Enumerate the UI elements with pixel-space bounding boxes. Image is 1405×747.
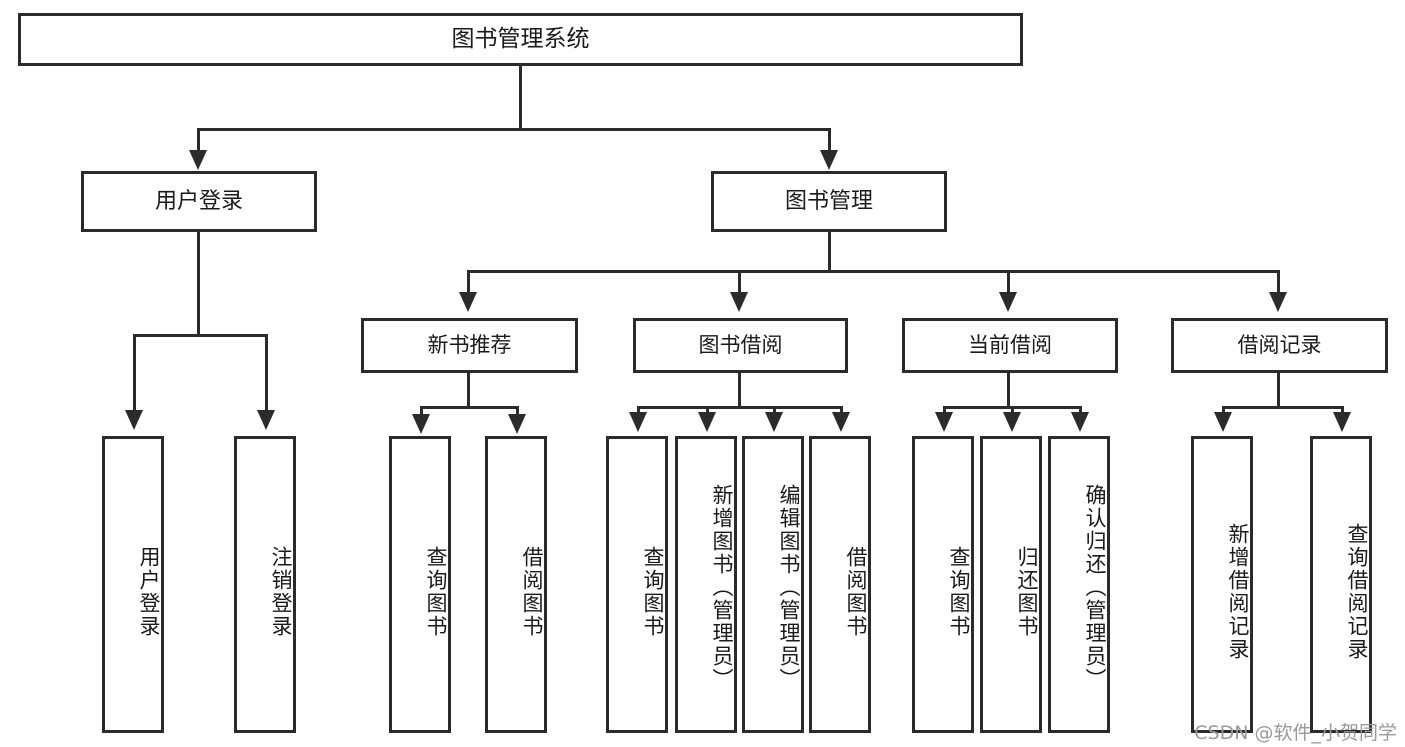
node-root-system[interactable]: 图书管理系统 [18,13,1023,66]
arrowhead-user-login-leaf-2 [257,410,275,430]
arrowhead-root-to-user-login [189,150,207,170]
connector-borrow-books-stem [738,373,741,408]
leaf-borrow-books-edit-admin[interactable]: 编辑图书（管理员） [742,436,804,733]
leaf-current-borrow-confirm-admin[interactable]: 确认归还（管理员） [1048,436,1110,733]
connector-new-books-bus [420,406,516,409]
leaf-user-login-signin[interactable]: 用户登录 [102,436,164,733]
leaf-new-books-query[interactable]: 查询图书 [389,436,451,733]
arrowhead-root-to-book-mgmt [820,150,838,170]
connector-user-login-to-leaf-2 [265,334,268,414]
node-current-borrow[interactable]: 当前借阅 [902,318,1118,373]
connector-root-to-user-login [197,128,200,156]
connector-root-stem [519,66,522,128]
connector-book-mgmt-bus [467,270,1280,273]
connector-root-bus [197,128,831,131]
node-user-login[interactable]: 用户登录 [81,171,317,232]
connector-borrow-records-bus [1222,406,1341,409]
connector-new-books-stem [467,373,470,408]
connector-borrow-books-bus [637,406,843,409]
leaf-current-borrow-query[interactable]: 查询图书 [912,436,974,733]
node-book-management[interactable]: 图书管理 [711,171,947,232]
node-borrow-records[interactable]: 借阅记录 [1171,318,1388,373]
connector-book-mgmt-to-borrow-records [1277,270,1280,296]
arrowhead-borrow-records-leaf-2 [1333,412,1351,432]
arrowhead-new-books-leaf-2 [508,414,526,434]
leaf-borrow-books-add-admin[interactable]: 新增图书（管理员） [675,436,737,733]
arrowhead-new-books-leaf-1 [412,414,430,434]
leaf-current-borrow-return[interactable]: 归还图书 [980,436,1042,733]
arrowhead-book-mgmt-borrow-records [1269,292,1287,312]
connector-book-mgmt-to-new-books [467,270,470,296]
connector-user-login-to-leaf-1 [133,334,136,414]
leaf-borrow-records-add[interactable]: 新增借阅记录 [1191,436,1253,733]
arrowhead-book-mgmt-current-borrow [999,292,1017,312]
watermark-text: CSDN @软件_小贺同学 [1194,722,1397,744]
arrowhead-user-login-leaf-1 [125,410,143,430]
arrowhead-book-mgmt-new-books [459,292,477,312]
connector-user-login-bus [133,334,265,337]
arrowhead-current-borrow-leaf-1 [935,412,953,432]
connector-borrow-records-stem [1277,373,1280,408]
arrowhead-borrow-books-leaf-2 [698,412,716,432]
leaf-user-login-signout[interactable]: 注销登录 [234,436,296,733]
connector-book-mgmt-to-current-borrow [1007,270,1010,296]
connector-book-mgmt-stem [828,232,831,272]
connector-book-mgmt-to-borrow-books [738,270,741,296]
node-new-book-recommend[interactable]: 新书推荐 [361,318,578,373]
leaf-borrow-books-query[interactable]: 查询图书 [606,436,668,733]
connector-current-borrow-stem [1007,373,1010,408]
arrowhead-current-borrow-leaf-3 [1071,412,1089,432]
arrowhead-borrow-books-leaf-3 [765,412,783,432]
arrowhead-borrow-records-leaf-1 [1214,412,1232,432]
arrowhead-borrow-books-leaf-4 [832,412,850,432]
leaf-borrow-books-borrow[interactable]: 借阅图书 [809,436,871,733]
leaf-new-books-borrow[interactable]: 借阅图书 [485,436,547,733]
leaf-borrow-records-query[interactable]: 查询借阅记录 [1310,436,1372,733]
connector-user-login-stem [197,232,200,336]
connector-root-to-book-mgmt [828,128,831,156]
arrowhead-book-mgmt-borrow-books [730,292,748,312]
arrowhead-borrow-books-leaf-1 [629,412,647,432]
node-book-borrow[interactable]: 图书借阅 [633,318,848,373]
arrowhead-current-borrow-leaf-2 [1003,412,1021,432]
